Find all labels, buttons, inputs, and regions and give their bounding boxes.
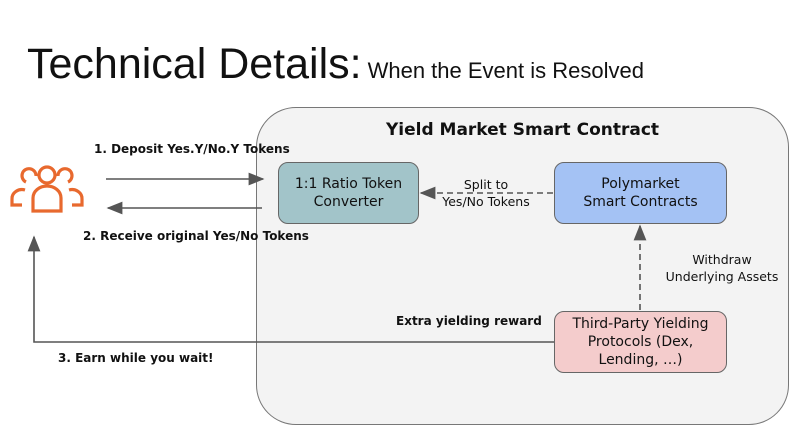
- withdraw-label: Withdraw Underlying Assets: [665, 252, 779, 284]
- third-party-protocols-box: Third-Party Yielding Protocols (Dex, Len…: [554, 311, 727, 373]
- container-title: Yield Market Smart Contract: [385, 120, 660, 140]
- deposit-label: 1. Deposit Yes.Y/No.Y Tokens: [94, 142, 290, 156]
- earn-arrow: [27, 235, 554, 343]
- users-group-icon: [10, 165, 84, 213]
- token-converter-box: 1:1 Ratio Token Converter: [278, 162, 419, 224]
- receive-label: 2. Receive original Yes/No Tokens: [83, 229, 309, 243]
- title-sub: When the Event is Resolved: [367, 58, 644, 83]
- slide-title: Technical Details:When the Event is Reso…: [27, 40, 644, 89]
- split-label: Split to Yes/No Tokens: [442, 177, 530, 209]
- extra-reward-label: Extra yielding reward: [396, 314, 542, 328]
- title-main: Technical Details:: [27, 40, 362, 88]
- polymarket-box: Polymarket Smart Contracts: [554, 162, 727, 224]
- earn-label: 3. Earn while you wait!: [58, 351, 214, 365]
